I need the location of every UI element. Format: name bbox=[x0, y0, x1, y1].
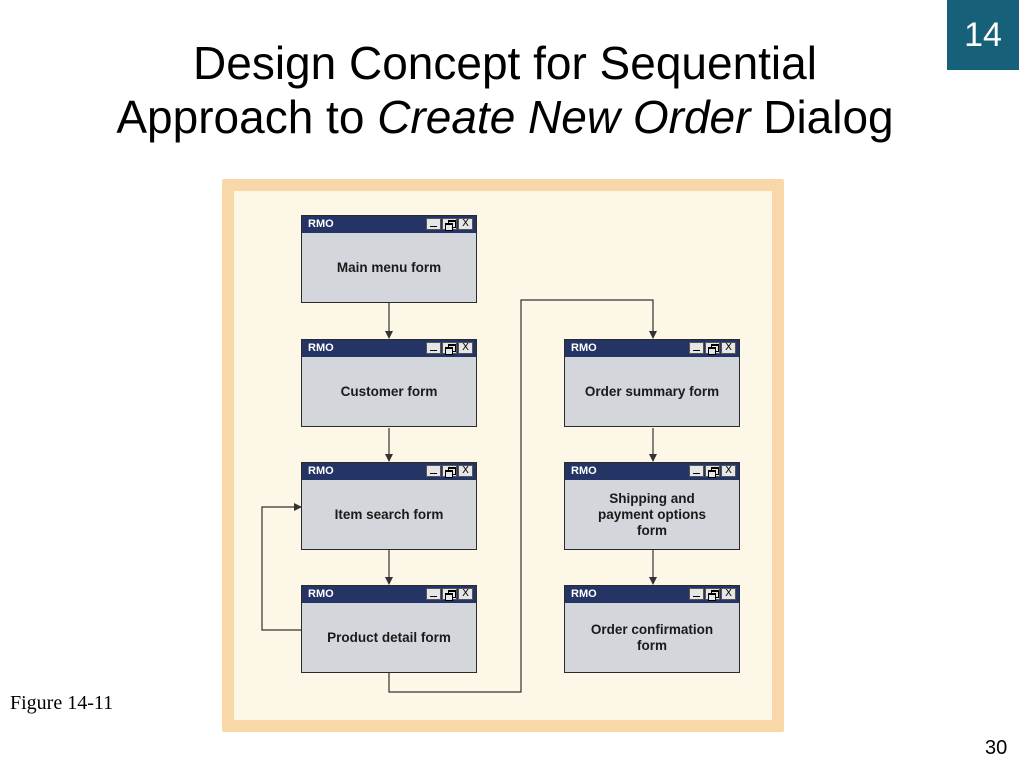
window-app-name: RMO bbox=[571, 588, 597, 600]
window-order-confirmation-form: RMO X Order confirmation form bbox=[564, 585, 740, 673]
window-title-bar: RMO X bbox=[302, 216, 476, 233]
window-controls: X bbox=[689, 465, 736, 478]
close-icon: X bbox=[721, 342, 736, 354]
window-controls: X bbox=[426, 218, 473, 231]
figure-caption: Figure 14-11 bbox=[10, 692, 114, 714]
minimize-icon bbox=[426, 342, 441, 354]
restore-icon bbox=[705, 465, 720, 478]
close-icon: X bbox=[721, 465, 736, 477]
window-title-bar: RMO X bbox=[302, 586, 476, 603]
form-label: Customer form bbox=[340, 383, 438, 399]
window-app-name: RMO bbox=[571, 465, 597, 477]
window-shipping-payment-form: RMO X Shipping and payment options form bbox=[564, 462, 740, 550]
title-line-2-prefix: Approach to bbox=[116, 91, 378, 143]
title-line-2-suffix: Dialog bbox=[750, 91, 894, 143]
window-order-summary-form: RMO X Order summary form bbox=[564, 339, 740, 427]
window-controls: X bbox=[426, 342, 473, 355]
restore-icon bbox=[442, 588, 457, 601]
window-controls: X bbox=[689, 342, 736, 355]
page-number: 30 bbox=[985, 737, 1008, 759]
window-app-name: RMO bbox=[571, 342, 597, 354]
title-line-1: Design Concept for Sequential bbox=[193, 37, 817, 89]
window-app-name: RMO bbox=[308, 218, 334, 230]
window-app-name: RMO bbox=[308, 588, 334, 600]
form-label: Shipping and payment options form bbox=[597, 490, 706, 538]
form-label: Order confirmation form bbox=[590, 621, 714, 653]
close-icon: X bbox=[458, 588, 473, 600]
chapter-badge: 14 bbox=[947, 0, 1019, 70]
form-label: Product detail form bbox=[327, 629, 451, 645]
slide-title: Design Concept for Sequential Approach t… bbox=[0, 36, 1010, 144]
minimize-icon bbox=[426, 588, 441, 600]
window-title-bar: RMO X bbox=[302, 463, 476, 480]
restore-icon bbox=[442, 342, 457, 355]
window-item-search-form: RMO X Item search form bbox=[301, 462, 477, 550]
minimize-icon bbox=[426, 465, 441, 477]
arrow-product-detail-to-order-summary bbox=[388, 299, 657, 693]
restore-icon bbox=[442, 465, 457, 478]
close-icon: X bbox=[721, 588, 736, 600]
window-title-bar: RMO X bbox=[302, 340, 476, 357]
title-line-2-italic: Create New Order bbox=[377, 91, 751, 143]
window-main-menu-form: RMO X Main menu form bbox=[301, 215, 477, 303]
title-line-2: Approach to Create New Order Dialog bbox=[0, 90, 1010, 144]
form-label: Main menu form bbox=[336, 259, 442, 275]
close-icon: X bbox=[458, 218, 473, 230]
arrow-product-detail-back-to-item-search bbox=[261, 503, 302, 631]
window-title-bar: RMO X bbox=[565, 586, 739, 603]
window-title-bar: RMO X bbox=[565, 340, 739, 357]
minimize-icon bbox=[689, 588, 704, 600]
minimize-icon bbox=[426, 218, 441, 230]
restore-icon bbox=[705, 342, 720, 355]
restore-icon bbox=[442, 218, 457, 231]
window-customer-form: RMO X Customer form bbox=[301, 339, 477, 427]
window-title-bar: RMO X bbox=[565, 463, 739, 480]
window-app-name: RMO bbox=[308, 465, 334, 477]
minimize-icon bbox=[689, 465, 704, 477]
window-controls: X bbox=[426, 465, 473, 478]
window-app-name: RMO bbox=[308, 342, 334, 354]
window-controls: X bbox=[689, 588, 736, 601]
close-icon: X bbox=[458, 342, 473, 354]
window-controls: X bbox=[426, 588, 473, 601]
form-label: Order summary form bbox=[584, 383, 720, 399]
close-icon: X bbox=[458, 465, 473, 477]
form-label: Item search form bbox=[334, 506, 444, 522]
restore-icon bbox=[705, 588, 720, 601]
window-product-detail-form: RMO X Product detail form bbox=[301, 585, 477, 673]
minimize-icon bbox=[689, 342, 704, 354]
